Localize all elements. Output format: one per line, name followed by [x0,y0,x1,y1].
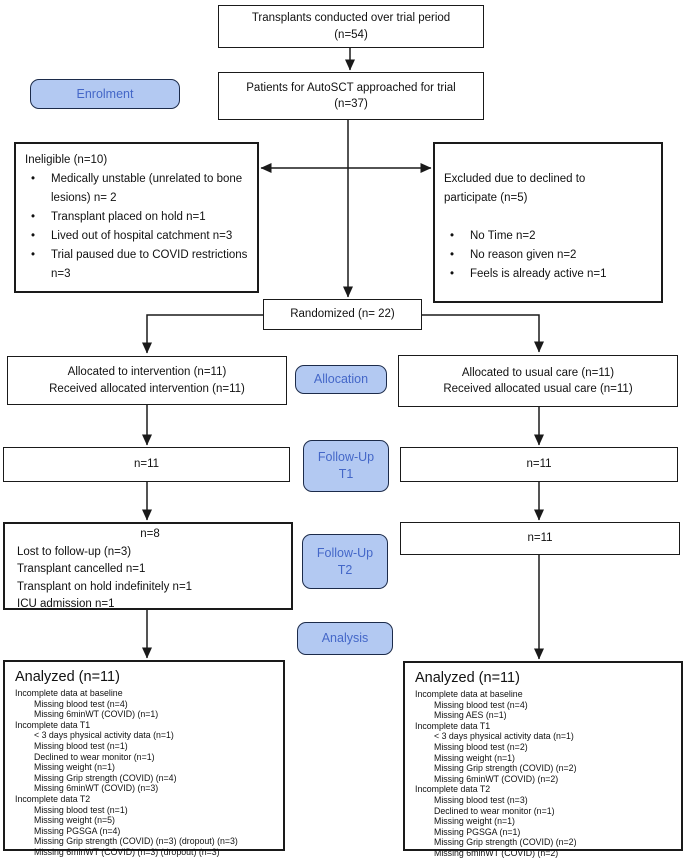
analyzed-line: Missing PGSGA (n=1) [434,826,521,837]
ineligible-item: Medically unstable (unrelated to bone le… [25,170,249,208]
analyzed-line: Missing Grip strength (COVID) (n=4) [34,772,177,783]
analyzed-line: Missing blood test (n=2) [434,741,528,752]
analyzed-line: < 3 days physical activity data (n=1) [34,730,174,741]
analyzed-line: Incomplete data T1 [415,720,491,731]
excluded-item: No Time n=2 [444,227,653,246]
box-t1-intervention: n=11 [3,447,290,482]
ineligible-item: Trial paused due to COVID restrictions n… [25,246,249,284]
analyzed-line: Missing weight (n=5) [34,815,115,826]
analyzed-line: Missing blood test (n=4) [434,699,528,710]
analyzed-line: Declined to wear monitor (n=1) [34,751,155,762]
box-t1-usual-care: n=11 [400,447,678,482]
t2-item: Lost to follow-up (n=3) [17,545,132,558]
analyzed-line: < 3 days physical activity data (n=1) [434,731,574,742]
ineligible-list: Medically unstable (unrelated to bone le… [25,170,249,284]
box-t2-usual-care: n=11 [400,522,680,555]
box-analyzed-intervention: Analyzed (n=11) Incomplete data at basel… [3,660,285,857]
t2-item: Transplant cancelled n=1 [17,563,146,575]
box-transplants: Transplants conducted over trial period … [218,5,484,48]
stage-pill-allocation: Allocation [295,365,387,394]
box-excluded: Excluded due to declined to participate … [433,142,663,303]
excluded-title: Excluded due to declined to participate … [444,173,586,204]
t2-intervention-n: n=8 [140,528,160,540]
t2-intervention-list: Lost to follow-up (n=3) Transplant cancel… [17,544,283,614]
analyzed-line: Missing Grip strength (COVID) (n=2) [434,763,577,774]
analyzed-line: Missing 6minWT (COVID) (n=3) [34,783,159,794]
ineligible-item: Transplant placed on hold n=1 [25,208,249,227]
analyzed-line: Declined to wear monitor (n=1) [434,805,555,816]
excluded-item: No reason given n=2 [444,246,653,265]
box-allocated-usual-care: Allocated to usual care (n=11) Received … [398,355,678,407]
excluded-item: Feels is already active n=1 [444,265,653,284]
stage-pill-enrolment: Enrolment [30,79,180,109]
analyzed-line: Missing 6minWT (COVID) (n=1) [34,709,159,720]
analyzed-line: Incomplete data T2 [415,784,491,795]
analyzed-line: Missing blood test (n=1) [34,804,128,815]
arrow-randomized-to-usual-care [422,314,544,353]
box-t2-intervention: n=8 Lost to follow-up (n=3) Transplant ca… [3,522,293,610]
analyzed-line: Incomplete data T2 [15,793,91,804]
stage-pill-followup-t1: Follow-Up T1 [303,440,389,492]
arrow-randomized-to-intervention [142,314,263,354]
stage-pill-analysis: Analysis [297,622,393,655]
analyzed-line: Incomplete data at baseline [15,688,123,698]
analyzed-line: Incomplete data at baseline [415,689,523,699]
analyzed-line: Incomplete data T1 [15,719,91,730]
box-approached: Patients for AutoSCT approached for tria… [218,72,484,120]
analyzed-line: Missing 6minWT (COVID) (n=3) (dropout) (… [34,846,220,857]
analyzed-line: Missing weight (n=1) [34,762,115,773]
analyzed-line: Missing AES (n=1) [434,710,507,721]
t2-item: Transplant on hold indefinitely n=1 [17,580,193,593]
analyzed-line: Missing blood test (n=1) [34,740,128,751]
t2-item: ICU admission n=1 [17,598,115,610]
analyzed-line: Missing PGSGA (n=4) [34,825,121,836]
ineligible-item: Lived out of hospital catchment n=3 [25,227,249,246]
ineligible-title: Ineligible (n=10) [25,154,108,166]
box-randomized: Randomized (n= 22) [263,299,422,330]
analyzed-intervention-title: Analyzed (n=11) [15,669,120,685]
box-analyzed-usual-care: Analyzed (n=11) Incomplete data at basel… [403,661,683,858]
analyzed-line: Missing 6minWT (COVID) (n=2) [434,847,559,858]
analyzed-line: Missing Grip strength (COVID) (n=2) [434,837,577,848]
analyzed-line: Missing Grip strength (COVID) (n=3) (dro… [34,836,238,847]
box-ineligible: Ineligible (n=10) Medically unstable (un… [14,142,259,293]
analyzed-line: Missing blood test (n=3) [434,794,528,805]
analyzed-usual-care-title: Analyzed (n=11) [415,670,520,686]
box-allocated-intervention: Allocated to intervention (n=11) Receive… [7,356,287,405]
excluded-list: No Time n=2No reason given n=2Feels is a… [444,227,653,284]
analyzed-line: Missing blood test (n=4) [34,698,128,709]
analyzed-line: Missing weight (n=1) [434,752,515,763]
analyzed-line: Missing weight (n=1) [434,816,515,827]
stage-pill-followup-t2: Follow-Up T2 [302,534,388,589]
analyzed-line: Missing 6minWT (COVID) (n=2) [434,773,559,784]
